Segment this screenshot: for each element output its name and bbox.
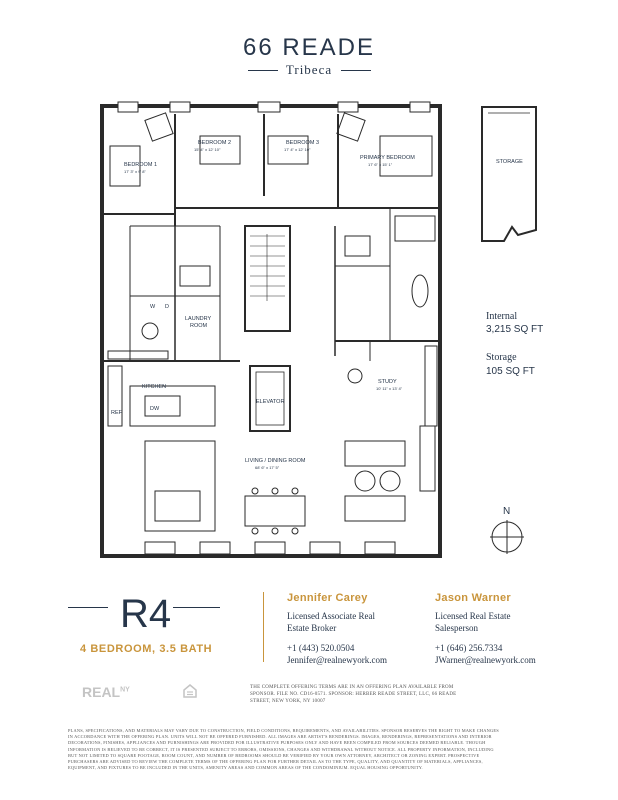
primary-bedroom-dim: 17' 6" x 15' 1" [368,162,393,167]
ref-label: REF [111,410,123,416]
agent-1-title-1: Licensed Associate Real [287,611,375,621]
legal-line-3: DECORATIONS, FINISHES, APPLIANCES AND FU… [68,740,486,746]
agent-2-title-1: Licensed Real Estate [435,611,511,621]
bed-bath: 4 BEDROOM, 3.5 BATH [80,643,213,655]
page-subtitle: Tribeca [285,62,333,77]
primary-bedroom-label: PRIMARY BEDROOM [360,155,415,161]
study-dim: 10' 11" x 13' 4" [376,386,403,391]
legal-line-7: EQUIPMENT, AND FIXTURES TO BE INCLUDED I… [68,765,423,771]
agent-1-name: Jennifer Carey [287,592,368,604]
laundry-w: W [150,304,156,310]
agent-card-1: Jennifer Carey Licensed Associate Real E… [287,592,387,666]
living-dim: 68' 6" x 17' 5" [255,465,280,470]
internal-label: Internal [486,311,518,322]
agent-1-title-2: Estate Broker [287,623,337,633]
elevator-label: ELEVATOR [256,399,284,405]
bedroom1-dim: 17' 3" x 9' 8" [124,169,147,174]
agent-2-email[interactable]: JWarner@realnewyork.com [435,655,536,665]
offering-line-1: THE COMPLETE OFFERING TERMS ARE IN AN OF… [250,685,454,690]
legal-line-4: INFORMATION IS BELIEVED TO BE CORRECT, I… [68,746,494,752]
real-ny-logo: REALNY [82,684,130,700]
storage-plan: STORAGE [481,106,537,242]
agent-1-email[interactable]: Jennifer@realnewyork.com [287,655,387,665]
agent-1-phone[interactable]: +1 (443) 520.0504 [287,643,355,653]
kitchen-label: KITCHEN [142,384,166,390]
study-label: STUDY [378,379,397,385]
agent-2-title-2: Salesperson [435,623,478,633]
bedroom3-dim: 17' 4" x 12' 10" [284,147,311,152]
logo-text: REAL [82,684,121,700]
agent-2-phone[interactable]: +1 (646) 256.7334 [435,643,503,653]
laundry-label-2: ROOM [190,323,208,329]
legal-disclaimer: PLANS, SPECIFICATIONS, AND MATERIALS MAY… [68,728,558,771]
unit-rule-left [68,607,108,608]
bedroom1-label: BEDROOM 1 [124,162,157,168]
offering-notice: THE COMPLETE OFFERING TERMS ARE IN AN OF… [250,684,540,705]
floor-plan: BEDROOM 1 17' 3" x 9' 8" BEDROOM 2 15' 4… [100,101,442,558]
legal-line-6: PURCHASERS ARE ADVISED TO REVIEW THE COM… [68,759,483,765]
page-title: 66 READE [242,34,376,61]
offering-line-3: STREET, NEW YORK, NY 10007 [250,699,326,704]
compass-north: N [503,506,511,517]
bedroom2-dim: 15' 4" x 12' 10" [194,147,221,152]
logo-sup: NY [120,686,130,694]
offering-line-2: SPONSOR. FILE NO. CD16-0571. SPONSOR: HE… [250,692,457,697]
bedroom2-label: BEDROOM 2 [198,140,231,146]
storage-label: STORAGE [496,159,523,165]
living-label: LIVING / DINING ROOM [245,458,306,464]
compass-icon [490,520,524,554]
internal-value: 3,215 SQ FT [486,324,544,335]
storage-stat-value: 105 SQ FT [486,366,535,377]
subtitle-rule-left [248,70,278,71]
agent-2-name: Jason Warner [435,592,511,604]
laundry-label: LAUNDRY [185,316,212,322]
storage-stat-label: Storage [486,352,517,363]
legal-line-1: PLANS, SPECIFICATIONS, AND MATERIALS MAY… [68,728,499,733]
agent-card-2: Jason Warner Licensed Real Estate Salesp… [435,592,536,666]
unit-rule-right [173,607,220,608]
unit-name: R4 [120,592,172,636]
subtitle-rule-right [341,70,371,71]
legal-line-5: BUT NOT LIMITED TO SQUARE FOOTAGE, ROOM … [68,752,480,758]
agent-divider [263,592,264,662]
laundry-d: D [165,304,169,310]
equal-housing-icon [183,684,197,698]
legal-line-2: IN ACCORDANCE WITH THE OFFERING PLAN. UN… [68,734,492,740]
dw-label: DW [150,406,160,412]
bedroom3-label: BEDROOM 3 [286,140,319,146]
